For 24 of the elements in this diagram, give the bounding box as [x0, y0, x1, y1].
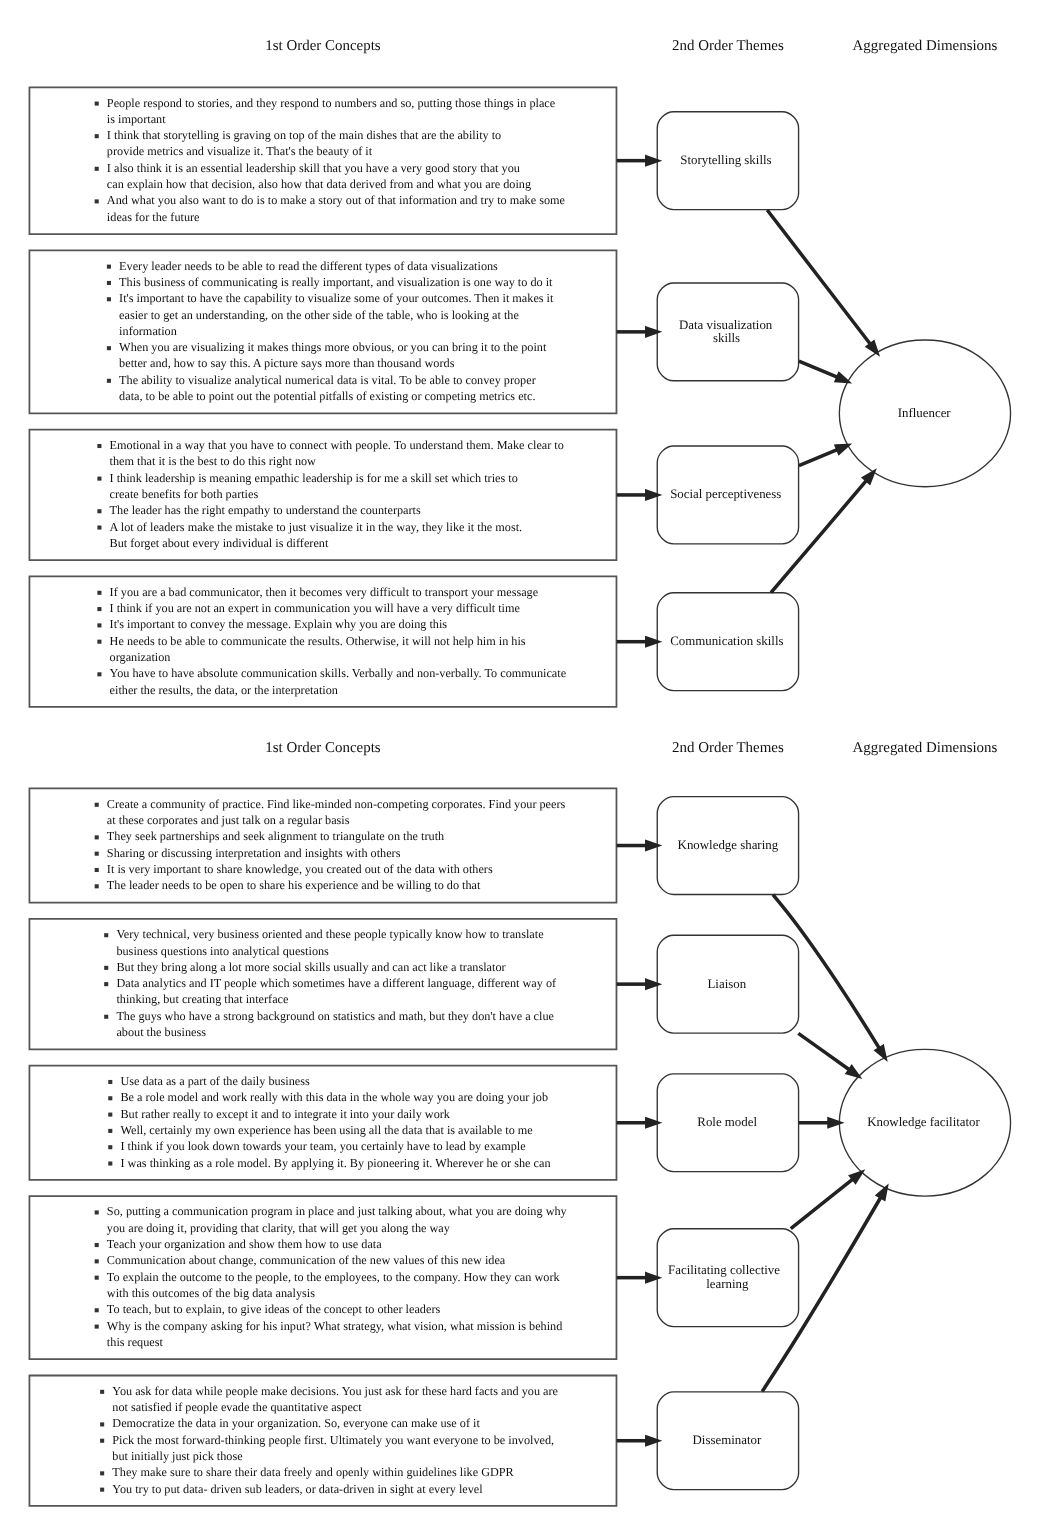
arrow: [771, 893, 888, 1062]
arrow: [769, 468, 877, 594]
arrow: [616, 1434, 663, 1447]
arrow: [765, 208, 881, 357]
arrow: [797, 1031, 863, 1080]
label: 1st Order Concepts: [265, 737, 381, 756]
arrow: [798, 359, 853, 384]
label: Aggregated Dimensions: [852, 36, 998, 55]
arrow: [616, 325, 663, 338]
label: Aggregated Dimensions: [852, 737, 998, 756]
arrow: [798, 1116, 845, 1129]
arrow: [798, 443, 853, 468]
arrow: [616, 839, 663, 852]
label: 2nd Order Themes: [672, 737, 784, 756]
arrow: [616, 978, 663, 991]
arrow: [616, 154, 663, 167]
arrow: [616, 1271, 663, 1284]
arrow: [616, 488, 663, 501]
label: 1st Order Concepts: [265, 36, 381, 55]
label: 2nd Order Themes: [672, 36, 784, 55]
arrow: [789, 1169, 866, 1231]
arrow: [760, 1183, 889, 1393]
arrow: [616, 1116, 663, 1129]
arrow: [616, 635, 663, 648]
